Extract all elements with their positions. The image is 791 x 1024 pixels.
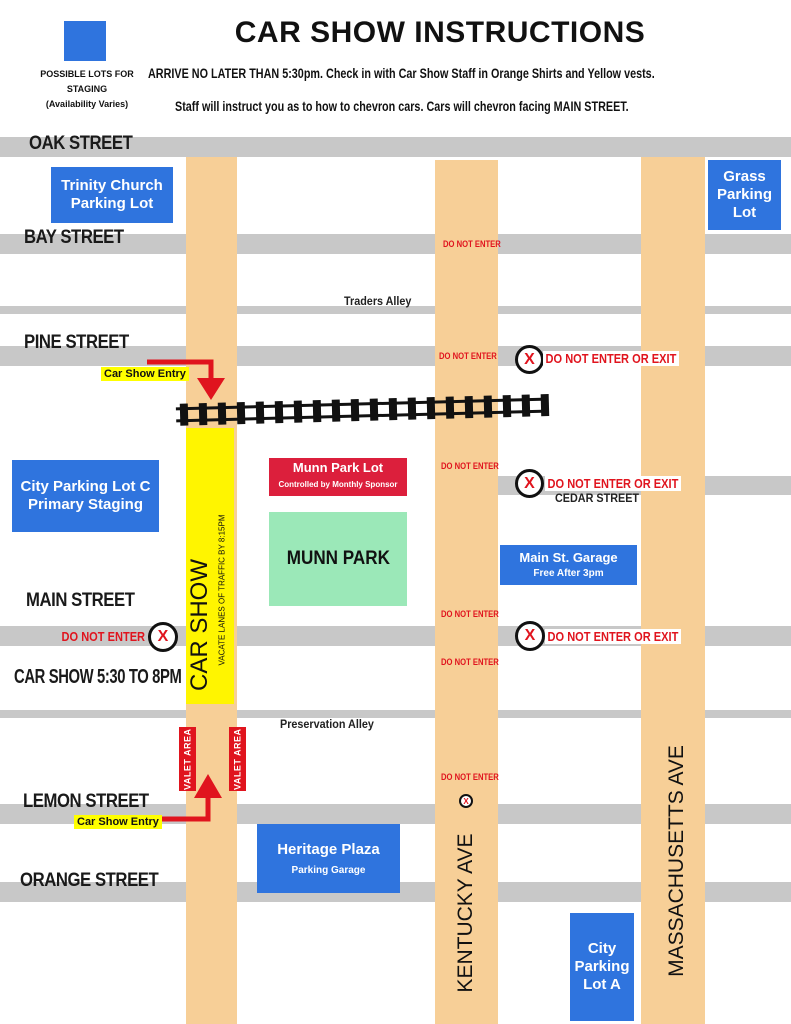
- massachusetts-ave-label: MASSACHUSETTS AVE: [665, 745, 688, 977]
- car-show-entry-south: Car Show Entry: [74, 815, 162, 829]
- railroad-tie: [350, 399, 360, 422]
- railroad-track: [175, 394, 550, 426]
- car-show-entry-north: Car Show Entry: [101, 367, 189, 381]
- grass-lot-line-2: Parking: [716, 186, 773, 203]
- railroad-tie: [483, 395, 493, 418]
- city-parking-lot-c: City Parking Lot C Primary Staging: [12, 460, 159, 532]
- main-st-garage: Main St. Garage Free After 3pm: [500, 545, 637, 585]
- heritage-subtitle: Parking Garage: [291, 864, 366, 876]
- dne-kentucky-main-south: DO NOT ENTER: [441, 657, 499, 667]
- grass-parking-lot: Grass Parking Lot: [708, 160, 781, 230]
- railroad-tie: [179, 403, 189, 426]
- legend-line-2: STAGING: [66, 84, 108, 94]
- no-entry-icon: X: [515, 621, 545, 651]
- railroad-tie: [445, 396, 455, 419]
- lemon-street-label: LEMON STREET: [23, 791, 149, 812]
- kentucky-ave-label: KENTUCKY AVE: [454, 833, 477, 993]
- railroad-tie: [217, 402, 227, 425]
- heritage-plaza-garage: Heritage Plaza Parking Garage: [257, 824, 400, 893]
- city-lot-c-line-2: Primary Staging: [27, 496, 144, 513]
- main-garage-title: Main St. Garage: [519, 549, 618, 565]
- munn-lot-subtitle: Controlled by Monthly Sponsor: [278, 480, 398, 489]
- entry-arrow-north-icon: [147, 359, 225, 400]
- cedar-street-label: CEDAR STREET: [555, 491, 640, 505]
- main-street-label: MAIN STREET: [26, 590, 135, 611]
- oak-street-road: [0, 137, 791, 157]
- munn-park-lot: Munn Park Lot Controlled by Monthly Spon…: [269, 458, 407, 496]
- dne-kentucky-pine: DO NOT ENTER: [439, 351, 497, 361]
- preservation-alley-label: Preservation Alley: [280, 717, 374, 731]
- railroad-tie: [255, 401, 265, 424]
- legend-swatch: [64, 21, 106, 61]
- car-show-label: CAR SHOW: [186, 559, 213, 691]
- main-garage-note: Free After 3pm: [533, 568, 604, 580]
- grass-lot-line-1: Grass: [723, 168, 766, 185]
- no-entry-icon: X: [459, 794, 473, 808]
- dne-kentucky-cedar: DO NOT ENTER: [441, 461, 499, 471]
- traders-alley-road: [0, 306, 791, 314]
- trinity-lot-line-1: Trinity Church: [61, 177, 163, 194]
- railroad-tie: [293, 400, 303, 423]
- railroad-tie: [331, 399, 341, 422]
- railroad-tie: [464, 396, 474, 419]
- city-lot-c-line-1: City Parking Lot C: [20, 478, 151, 495]
- railroad-tie: [388, 398, 398, 421]
- car-show-vacate-note: VACATE LANES OF TRAFFIC BY 8:15PM: [217, 514, 227, 666]
- kentucky-ave-road: [435, 160, 498, 1024]
- railroad-tie: [407, 397, 417, 420]
- railroad-tie: [540, 394, 550, 417]
- dne-kentucky-lemon: DO NOT ENTER: [441, 772, 499, 782]
- railroad-tie: [312, 400, 322, 423]
- oak-street-label: OAK STREET: [29, 133, 133, 154]
- car-show-zone: [186, 428, 234, 704]
- railroad-tie: [521, 394, 531, 417]
- instructions-line-2: Staff will instruct you as to how to che…: [175, 99, 629, 114]
- city-lot-a-line-2: Parking: [574, 958, 630, 975]
- pine-street-label: PINE STREET: [24, 332, 129, 353]
- no-entry-icon: X: [515, 345, 544, 374]
- trinity-lot-line-2: Parking Lot: [70, 195, 154, 212]
- dne-kentucky-main-north: DO NOT ENTER: [441, 609, 499, 619]
- orange-street-label: ORANGE STREET: [20, 870, 159, 891]
- heritage-title: Heritage Plaza: [277, 840, 380, 858]
- valet-area-west: VALET AREA: [179, 727, 196, 791]
- legend-line-1: POSSIBLE LOTS FOR: [40, 69, 134, 79]
- railroad-tie: [369, 398, 379, 421]
- traders-alley-label: Traders Alley: [344, 294, 412, 308]
- entry-arrow-south-icon: [162, 774, 222, 822]
- legend-text: POSSIBLE LOTS FOR STAGING (Availability …: [28, 67, 146, 112]
- preservation-alley-road: [0, 710, 791, 718]
- railroad-tie: [274, 401, 284, 424]
- dne-exit-cedar: DO NOT ENTER OR EXIT: [545, 476, 681, 491]
- grass-lot-line-3: Lot: [732, 204, 757, 221]
- bay-street-label: BAY STREET: [24, 227, 124, 248]
- page-title: CAR SHOW INSTRUCTIONS: [234, 16, 646, 49]
- railroad-tie: [198, 403, 208, 426]
- no-entry-icon: X: [515, 469, 544, 498]
- massachusetts-ave-road: [641, 157, 705, 1024]
- munn-park-label: MUNN PARK: [286, 548, 390, 569]
- no-entry-icon: X: [148, 622, 178, 652]
- munn-park: MUNN PARK: [269, 512, 407, 606]
- valet-area-east: VALET AREA: [229, 727, 246, 791]
- dne-exit-main: DO NOT ENTER OR EXIT: [545, 629, 681, 644]
- trinity-church-lot: Trinity Church Parking Lot: [51, 167, 173, 223]
- legend-line-3: (Availability Varies): [45, 99, 129, 109]
- railroad-tie: [426, 397, 436, 420]
- instructions-line-1: ARRIVE NO LATER THAN 5:30pm. Check in wi…: [148, 66, 655, 81]
- railroad-tie: [236, 402, 246, 425]
- dne-exit-pine: DO NOT ENTER OR EXIT: [543, 351, 679, 366]
- car-show-time: CAR SHOW 5:30 TO 8PM: [14, 666, 182, 688]
- city-lot-a-line-1: City: [587, 940, 617, 957]
- city-parking-lot-a: City Parking Lot A: [570, 913, 634, 1021]
- city-lot-a-line-3: Lot A: [583, 976, 621, 993]
- dne-kentucky-bay: DO NOT ENTER: [443, 239, 501, 249]
- railroad-tie: [502, 395, 512, 418]
- munn-lot-title: Munn Park Lot: [292, 460, 384, 475]
- dne-main-west: DO NOT ENTER: [61, 629, 146, 644]
